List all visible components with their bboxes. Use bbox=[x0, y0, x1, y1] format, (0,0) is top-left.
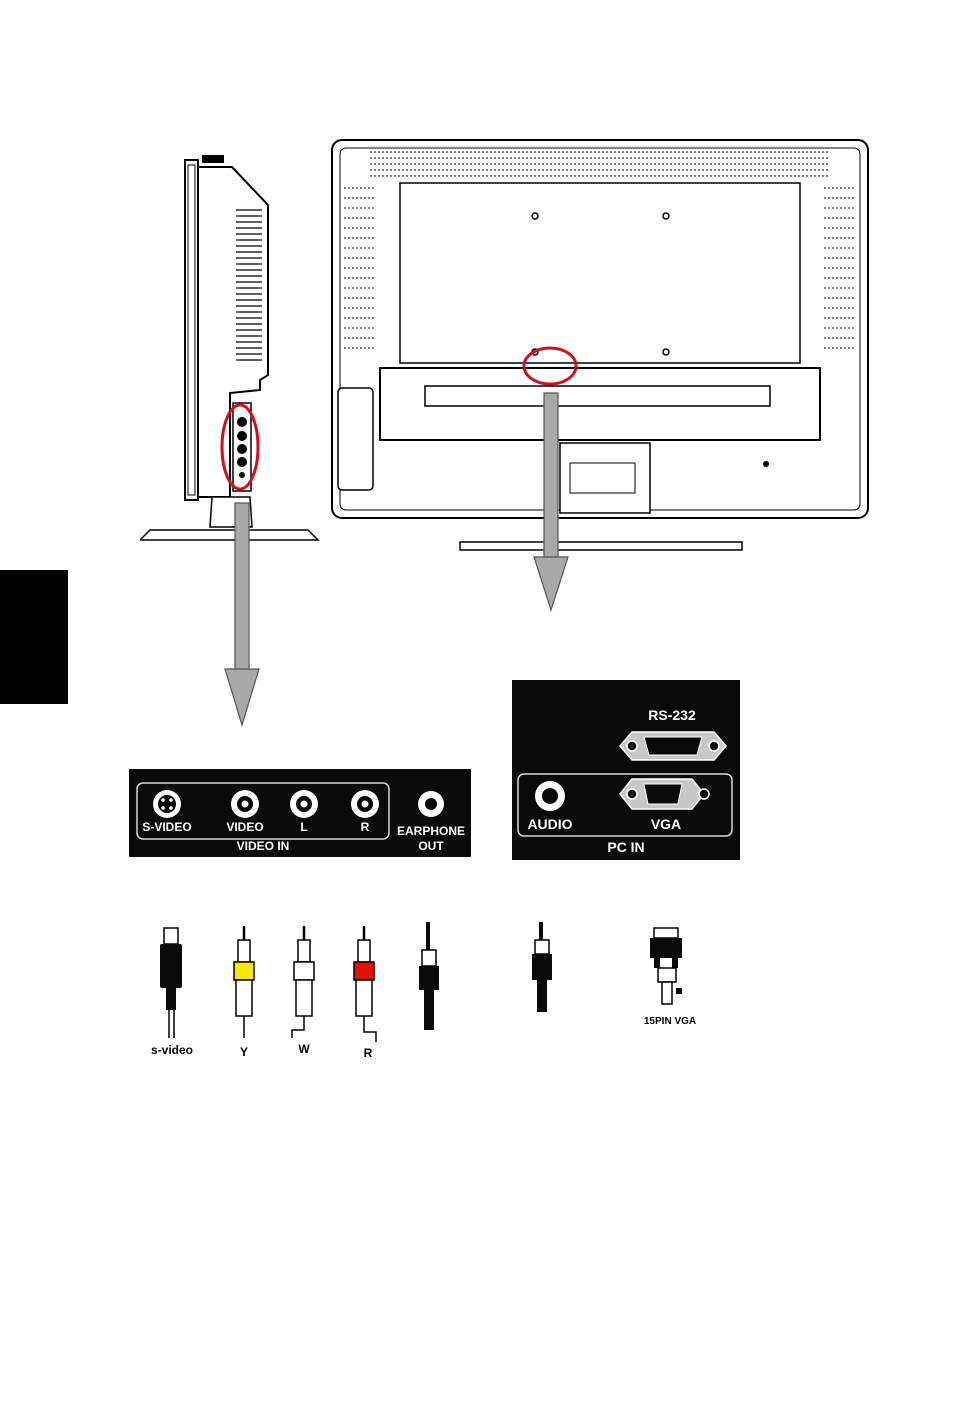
red-rca-cable bbox=[354, 926, 376, 1042]
audio-right-jack bbox=[351, 790, 379, 818]
tv-side-view bbox=[140, 135, 320, 735]
earphone-out-label: OUT bbox=[418, 839, 444, 853]
video-jack bbox=[231, 790, 259, 818]
yellow-rca-cable bbox=[234, 926, 254, 1038]
red-cable-label: R bbox=[364, 1046, 373, 1060]
jack-label-left: L bbox=[300, 820, 307, 834]
earphone-label: EARPHONE bbox=[397, 824, 465, 838]
svideo-cable-label: s-video bbox=[151, 1043, 193, 1057]
section-tab bbox=[0, 570, 68, 704]
video-in-panel: S-VIDEO VIDEO L R VIDEO IN EARPHONE OUT bbox=[129, 769, 471, 857]
pc-in-label: PC IN bbox=[607, 839, 644, 855]
pc-audio-jack bbox=[535, 781, 565, 811]
white-rca-cable bbox=[292, 926, 314, 1038]
audio-left-jack bbox=[290, 790, 318, 818]
jack-label-svideo: S-VIDEO bbox=[142, 820, 191, 834]
pc-audio-label: AUDIO bbox=[527, 816, 572, 832]
jack-label-video: VIDEO bbox=[226, 820, 263, 834]
pc-in-panel: RS-232 AUDIO VGA PC IN bbox=[512, 680, 740, 860]
vga-cable-label: 15PIN VGA bbox=[644, 1016, 696, 1027]
yellow-cable-label: Y bbox=[240, 1045, 248, 1059]
rs232-label: RS-232 bbox=[648, 707, 696, 723]
video-in-label: VIDEO IN bbox=[237, 839, 290, 853]
earphone-plug bbox=[419, 922, 439, 1030]
cables-row: s-video Y W R bbox=[130, 920, 730, 1070]
pc-audio-plug bbox=[532, 922, 552, 1012]
s-video-cable bbox=[160, 928, 182, 1038]
s-video-jack bbox=[153, 790, 181, 818]
jack-label-right: R bbox=[361, 820, 370, 834]
vga-port bbox=[620, 779, 709, 809]
white-cable-label: W bbox=[298, 1042, 310, 1056]
vga-cable bbox=[650, 928, 682, 1004]
rs232-port bbox=[620, 732, 726, 760]
tv-rear-view bbox=[330, 138, 872, 613]
earphone-jack bbox=[418, 791, 444, 817]
vga-label: VGA bbox=[651, 816, 681, 832]
